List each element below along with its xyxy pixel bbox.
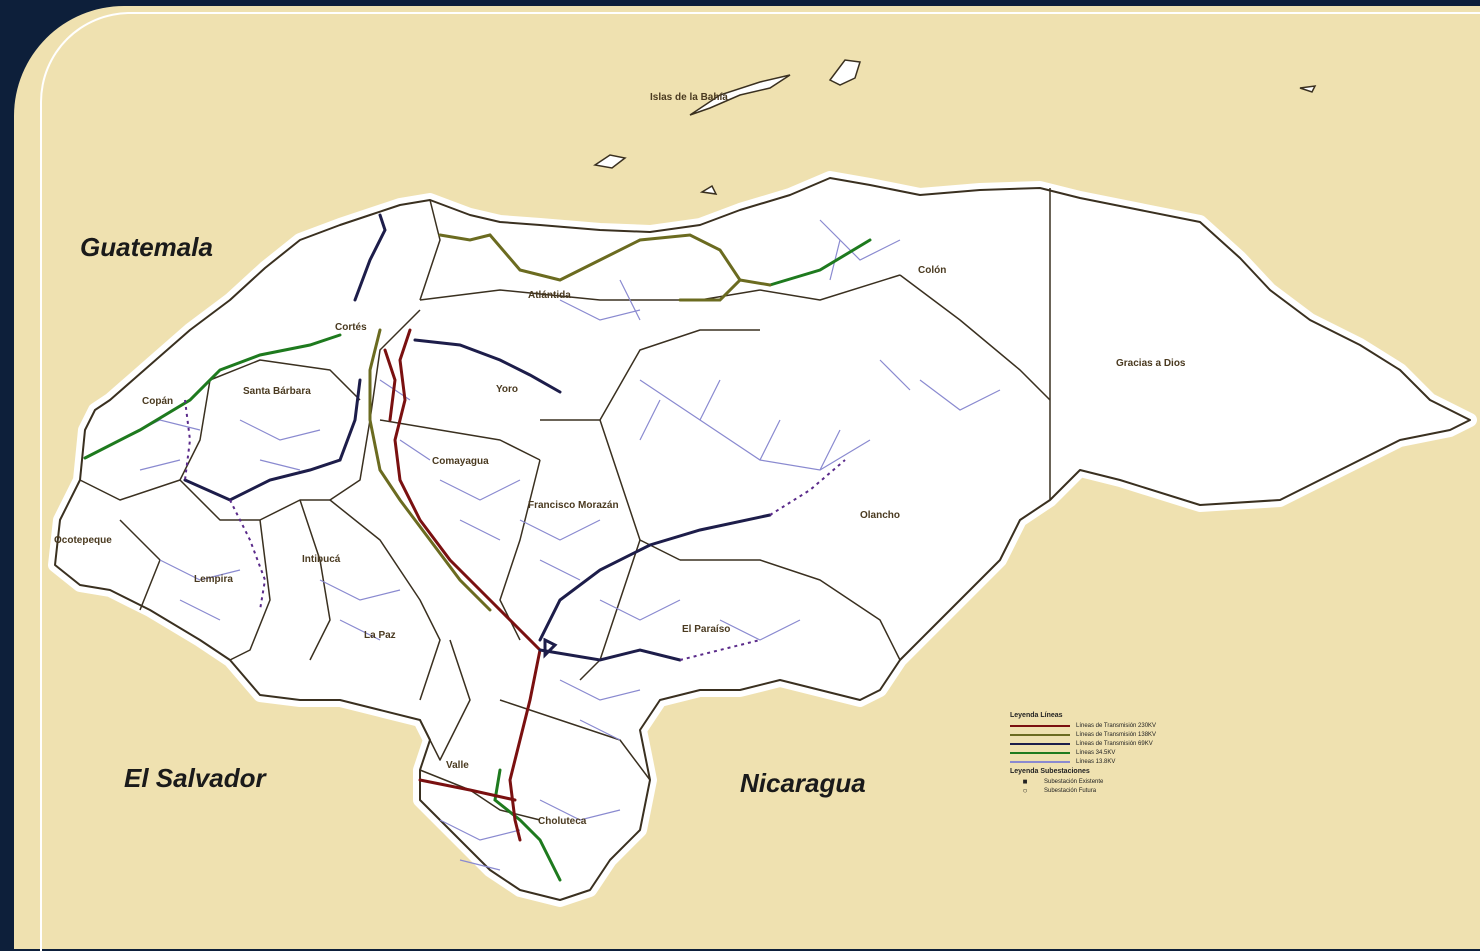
dept-atlantida: Atlántida bbox=[528, 290, 571, 301]
legend-line-row: Líneas de Transmisión 69KV bbox=[1010, 739, 1200, 748]
lines-138kv bbox=[368, 233, 772, 612]
dept-santa-barbara: Santa Bárbara bbox=[243, 386, 311, 397]
dept-francisco-morazan: Francisco Morazán bbox=[528, 500, 619, 511]
legend-line-label: Líneas de Transmisión 138KV bbox=[1076, 731, 1157, 738]
legend-sub-row: ■ Subestación Existente bbox=[1010, 777, 1200, 786]
dept-gracias: Gracias a Dios bbox=[1116, 358, 1186, 369]
honduras-outline bbox=[54, 177, 1471, 901]
dept-colon: Colón bbox=[918, 265, 946, 276]
map-legend: Leyenda Líneas Líneas de Transmisión 230… bbox=[1010, 710, 1200, 795]
legend-lines-title: Leyenda Líneas bbox=[1010, 712, 1063, 719]
legend-line-row: Líneas 13.8KV bbox=[1010, 757, 1200, 766]
dept-el-paraiso: El Paraíso bbox=[682, 624, 730, 635]
legend-line-label: Líneas de Transmisión 69KV bbox=[1076, 740, 1153, 747]
legend-swatch bbox=[1010, 724, 1070, 727]
legend-line-row: Líneas 34.5KV bbox=[1010, 748, 1200, 757]
legend-line-label: Líneas 13.8KV bbox=[1076, 758, 1116, 765]
legend-swatch bbox=[1010, 760, 1070, 763]
substation-future-icon: ○ bbox=[1022, 786, 1028, 795]
legend-line-label: Líneas de Transmisión 230KV bbox=[1076, 722, 1157, 729]
legend-subs-title: Leyenda Subestaciones bbox=[1010, 768, 1090, 775]
country-nicaragua: Nicaragua bbox=[740, 768, 866, 798]
dept-choluteca: Choluteca bbox=[538, 816, 587, 827]
country-guatemala: Guatemala bbox=[80, 232, 213, 262]
dept-yoro: Yoro bbox=[496, 384, 518, 395]
legend-swatch bbox=[1010, 742, 1070, 745]
dept-copan: Copán bbox=[142, 396, 173, 407]
dept-lempira: Lempira bbox=[194, 574, 233, 585]
dept-intibuca: Intibucá bbox=[302, 554, 341, 565]
proposed-lines bbox=[184, 399, 846, 661]
legend-sub-label: Subestación Futura bbox=[1044, 787, 1097, 794]
department-borders bbox=[79, 188, 1051, 821]
legend-line-row: Líneas de Transmisión 138KV bbox=[1010, 730, 1200, 739]
legend-swatch bbox=[1010, 733, 1070, 736]
substation-existing-icon: ■ bbox=[1022, 777, 1028, 786]
department-labels: Islas de la Bahía Atlántida Colón Gracia… bbox=[54, 92, 1186, 827]
lines-34kv bbox=[83, 238, 872, 882]
legend-line-label: Líneas 34.5KV bbox=[1076, 749, 1116, 756]
country-el-salvador: El Salvador bbox=[124, 763, 266, 793]
dept-cortes: Cortés bbox=[335, 322, 367, 333]
dept-olancho: Olancho bbox=[860, 510, 900, 521]
bay-islands bbox=[593, 59, 1317, 195]
map-border-line bbox=[40, 12, 1480, 951]
dept-comayagua: Comayagua bbox=[432, 456, 489, 467]
dept-valle: Valle bbox=[446, 760, 469, 771]
lines-230kv bbox=[383, 328, 542, 842]
legend-sub-row: ○ Subestación Futura bbox=[1010, 786, 1200, 795]
dept-la-paz: La Paz bbox=[364, 630, 396, 641]
legend-swatch bbox=[1010, 751, 1070, 754]
legend-sub-label: Subestación Existente bbox=[1044, 778, 1104, 785]
legend-line-row: Líneas de Transmisión 230KV bbox=[1010, 721, 1200, 730]
dept-ocotepeque: Ocotepeque bbox=[54, 535, 112, 546]
distribution-lines-13kv bbox=[119, 219, 1001, 871]
dept-islas: Islas de la Bahía bbox=[650, 92, 728, 103]
